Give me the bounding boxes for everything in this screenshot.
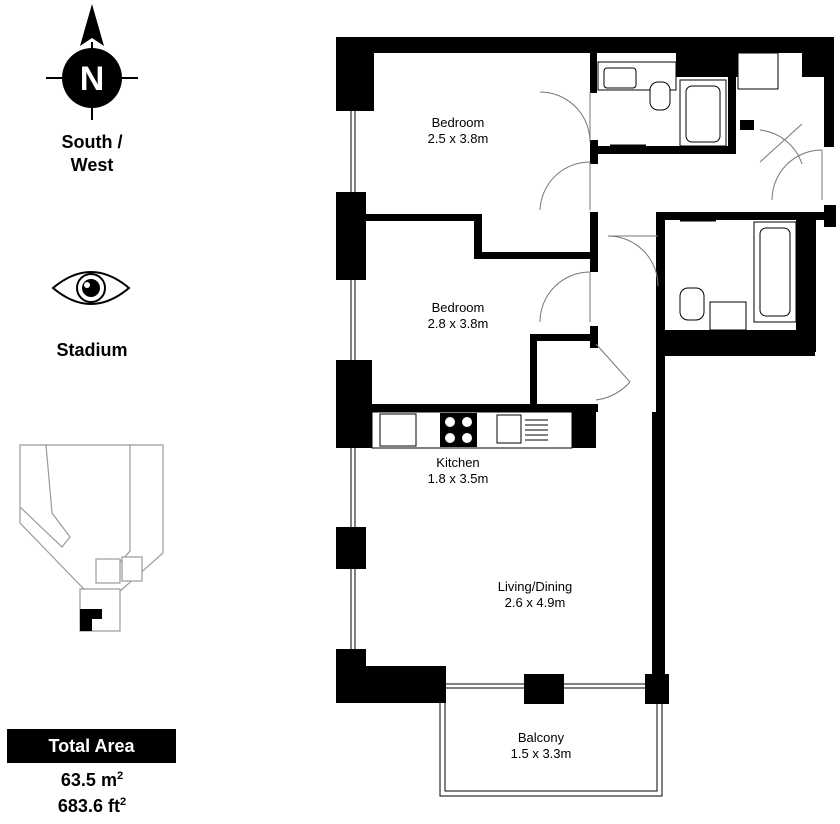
room-bedroom-2: Bedroom 2.8 x 3.8m (428, 300, 489, 332)
room-size: 1.5 x 3.3m (510, 746, 572, 761)
room-name: Bedroom (431, 115, 485, 130)
room-size: 2.8 x 3.8m (427, 316, 489, 331)
view-label: Stadium (56, 340, 128, 360)
eye-icon (51, 271, 131, 305)
compass-icon: N (46, 4, 138, 120)
facing-line-2: West (70, 155, 114, 175)
room-size: 1.8 x 3.5m (427, 471, 489, 486)
total-area-imperial: 683.6 ft2 (0, 796, 184, 817)
compass-letter: N (80, 60, 105, 98)
room-name: Living/Dining (497, 579, 573, 594)
room-name: Bedroom (431, 300, 485, 315)
facing-line-1: South / (61, 132, 123, 152)
metric-value: 63.5 m (60, 770, 117, 790)
room-kitchen: Kitchen 1.8 x 3.5m (428, 455, 489, 487)
metric-sup: 2 (116, 770, 124, 782)
building-keyplan-icon (19, 444, 164, 632)
room-size: 2.5 x 3.8m (427, 131, 489, 146)
imperial-sup: 2 (119, 796, 127, 808)
room-living-dining: Living/Dining 2.6 x 4.9m (498, 579, 572, 611)
room-name: Kitchen (436, 455, 480, 470)
room-size: 2.6 x 4.9m (504, 595, 566, 610)
total-area-label: Total Area (7, 729, 176, 763)
imperial-value: 683.6 ft (57, 796, 120, 816)
room-name: Balcony (517, 730, 565, 745)
room-bedroom-1: Bedroom 2.5 x 3.8m (428, 115, 489, 147)
total-area-metric: 63.5 m2 (0, 770, 184, 791)
room-balcony: Balcony 1.5 x 3.3m (511, 730, 572, 762)
